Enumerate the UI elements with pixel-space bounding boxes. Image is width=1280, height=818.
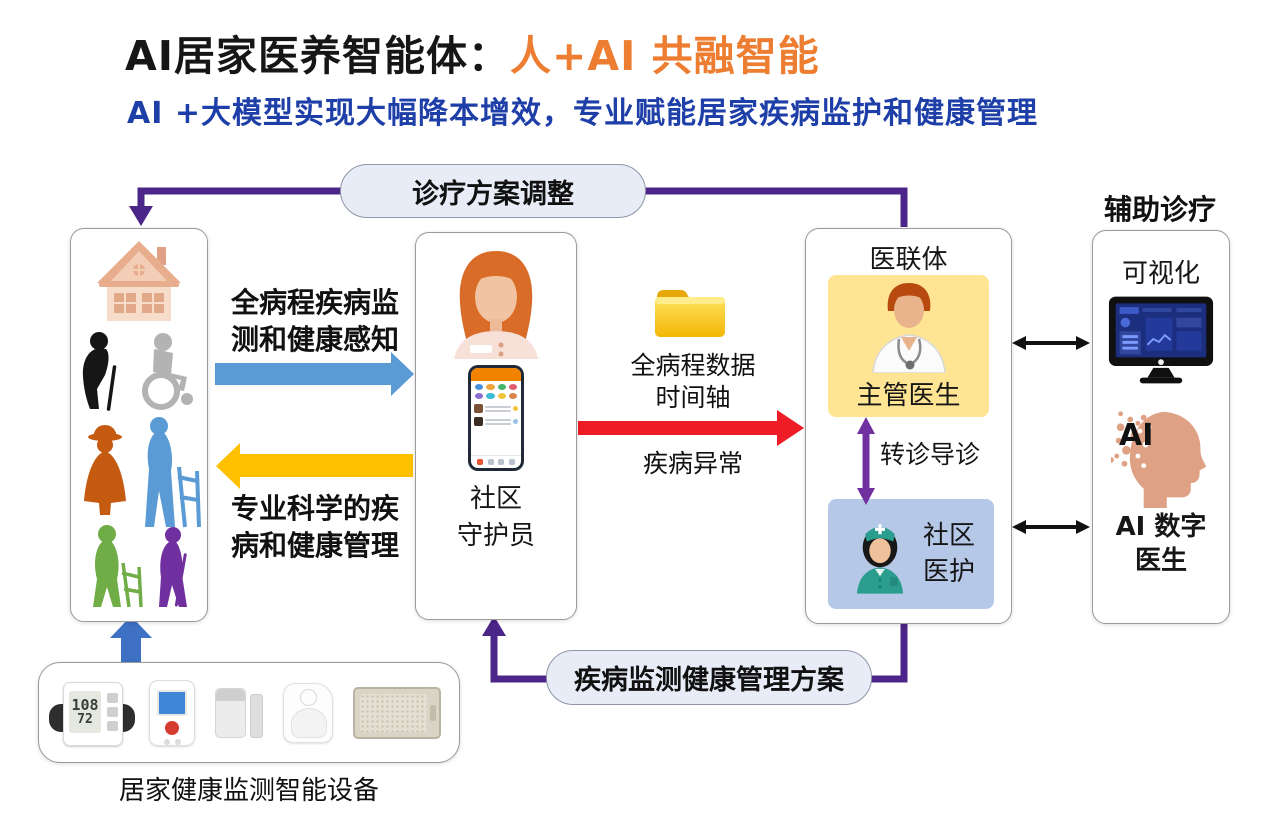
pill-disease-management-plan: 疾病监测健康管理方案 — [546, 650, 872, 705]
phone-app-list-row — [471, 402, 521, 415]
elderly-silhouettes — [82, 332, 201, 608]
abnormal-arrow — [578, 410, 804, 446]
ai-badge: AI — [1119, 418, 1154, 453]
plan-adjust-right-line — [642, 187, 908, 227]
pendant-buttons — [163, 738, 181, 745]
bp-screen: 108 72 — [69, 690, 101, 733]
plan-bottom-left-arrowhead — [482, 616, 506, 636]
bp-systolic-value: 108 — [71, 695, 99, 714]
bp-unit: 108 72 — [63, 681, 123, 746]
management-arrow-label: 专业科学的疾 病和健康管理 — [230, 492, 399, 562]
devices-up-arrow — [110, 616, 152, 662]
ai-head-silhouette — [1108, 411, 1207, 508]
plan-bottom-left-line — [490, 634, 547, 683]
phone-app-tabbar — [471, 455, 521, 468]
elder-wheelchair — [142, 333, 193, 410]
pill-treatment-adjustment-label: 诊疗方案调整 — [412, 178, 574, 210]
phone-app-header — [471, 368, 521, 381]
aux-diagnosis-title: 辅助诊疗 — [1103, 193, 1216, 226]
home-devices-panel: 108 72 — [38, 662, 460, 763]
elder-man-crutch — [159, 527, 187, 607]
sleep-mat-device — [353, 686, 441, 739]
phone-app — [468, 365, 524, 471]
chief-doctor-card: 主管医生 — [828, 275, 989, 417]
community-care-label: 社区 医护 — [922, 521, 975, 587]
elder-woman-hat — [84, 425, 126, 515]
page-title-orange: 人+AI 共融智能 — [510, 32, 820, 80]
medical-alliance-panel: 医联体 主管医生 转诊导诊 — [805, 228, 1012, 624]
ai-doctor-label: AI 数字 医生 — [1115, 512, 1207, 576]
pendant-screen — [157, 689, 187, 716]
monitoring-arrow — [215, 352, 414, 396]
phone-app-list-row — [471, 415, 521, 428]
nurse-avatar — [856, 524, 904, 594]
bp-monitor-device: 108 72 — [49, 680, 135, 746]
elder-man-walker-green — [93, 525, 143, 608]
plan-bottom-right-line — [871, 623, 908, 683]
referral-double-arrow — [857, 417, 875, 505]
home-elderly-panel — [70, 228, 208, 622]
bp-buttons — [107, 692, 118, 731]
elder-man-walker-blue — [145, 417, 201, 528]
nurse-aidoc-arrowhead-left — [1012, 520, 1026, 534]
plan-adjust-left-arrowhead — [129, 206, 153, 226]
bp-diastolic-value: 72 — [77, 711, 93, 727]
page-subtitle: AI +大模型实现大幅降本增效，专业赋能居家疾病监护和健康管理 — [127, 96, 1038, 131]
community-care-card: 社区 医护 — [828, 499, 994, 609]
pendant-sos-button — [165, 720, 179, 735]
house-icon — [97, 241, 181, 321]
community-guardian-panel: 社区 守护员 — [415, 232, 577, 620]
abnormal-caption: 疾病异常 — [642, 449, 743, 478]
visualization-label: 可视化 — [1121, 259, 1200, 289]
pill-treatment-adjustment: 诊疗方案调整 — [340, 164, 646, 218]
doctor-visual-arrowhead-right — [1076, 336, 1090, 350]
folder-caption: 全病程数据 时间轴 — [630, 351, 756, 412]
phone-app-icon-grid — [471, 381, 521, 402]
devices-caption: 居家健康监测智能设备 — [118, 776, 379, 806]
guardian-avatar — [454, 251, 538, 359]
assisted-diagnosis-panel: 可视化 AI — [1092, 230, 1230, 624]
door-sensor-main — [215, 687, 247, 738]
management-arrow — [216, 443, 413, 489]
page-title-black: AI居家医养智能体： — [125, 32, 510, 80]
dashboard-monitor-icon — [1108, 296, 1214, 384]
elder-with-cane — [82, 332, 117, 411]
door-sensor-magnet — [250, 693, 263, 738]
nurse-aidoc-arrowhead-right — [1076, 520, 1090, 534]
pill-disease-management-plan-label: 疾病监测健康管理方案 — [574, 665, 844, 696]
phone-screen — [471, 368, 521, 468]
page-title: AI居家医养智能体：人+AI 共融智能 — [125, 22, 820, 82]
alliance-title: 医联体 — [869, 245, 948, 275]
plan-adjust-left-line — [137, 187, 345, 208]
monitoring-arrow-label: 全病程疾病监 测和健康感知 — [230, 286, 399, 356]
ai-head-icon: AI — [1108, 406, 1211, 510]
sos-pendant-device — [149, 679, 195, 746]
motion-sensor-device — [283, 682, 333, 743]
folder-icon — [655, 290, 725, 337]
doctor-avatar — [871, 283, 946, 373]
door-sensor-device — [215, 687, 263, 738]
guardian-caption: 社区 守护员 — [456, 484, 535, 551]
doctor-visual-arrowhead-left — [1012, 336, 1026, 350]
referral-label: 转诊导诊 — [880, 440, 981, 469]
chief-doctor-label: 主管医生 — [856, 381, 961, 411]
